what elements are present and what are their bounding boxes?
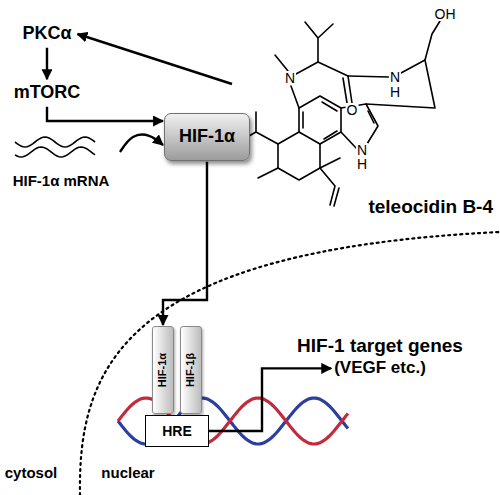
atom-label: H (356, 157, 368, 171)
compartment-label: cytosol (4, 465, 59, 480)
node-text: mTORC (14, 82, 81, 104)
atom-label: H (389, 85, 401, 99)
node-text: PKCα (22, 23, 71, 45)
atom-label: N (356, 143, 368, 157)
node-text: teleocidin B-4 (368, 196, 493, 219)
chemical-structure (242, 21, 440, 206)
node-text: HIF-1α (156, 353, 169, 387)
mrna-label: HIF-1α mRNA (2, 128, 120, 190)
arrow-connector (78, 34, 232, 84)
subunit-box: HIF-1β (180, 326, 202, 414)
protein-box: HIF-1α (164, 113, 250, 161)
protein-label: PKCα (19, 21, 74, 47)
node-text: (VEGF etc.) (334, 358, 426, 378)
node-text: HIF-1β (184, 353, 197, 387)
mrna-strand (15, 137, 95, 147)
mrna-strand (15, 147, 95, 157)
atom-label: N (389, 70, 401, 84)
node-text: HRE (162, 423, 192, 440)
node-text: HIF-1α (179, 126, 235, 148)
compound-structure: teleocidin B-4 (232, 2, 496, 222)
protein-label: mTORC (11, 80, 84, 106)
atom-label: N (284, 71, 296, 85)
arrow-connector (47, 107, 163, 121)
nuclear-membrane (80, 232, 500, 495)
arrow-connector (209, 368, 331, 431)
target-genes-label: HIF-1 target genes(VEGF etc.) (294, 333, 466, 380)
arrow-connector (46, 48, 48, 79)
atom-label: OH (434, 7, 457, 21)
compartment-label: nuclear (100, 465, 155, 480)
node-text: HIF-1 target genes (297, 335, 463, 358)
arrow-connector (163, 162, 207, 325)
response-element-box: HRE (145, 415, 209, 448)
arrow-connector (120, 135, 163, 152)
mrna-strand (15, 137, 95, 157)
subunit-box: HIF-1α (152, 326, 174, 414)
node-text: HIF-1α mRNA (13, 172, 110, 190)
atom-label: O (346, 103, 359, 117)
